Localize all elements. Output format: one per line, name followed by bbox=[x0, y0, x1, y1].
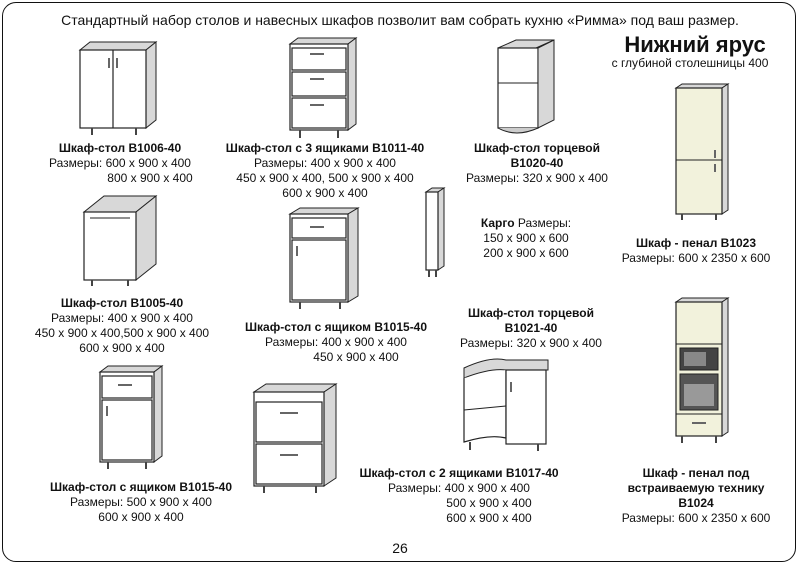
product-size: Размеры: 320 х 900 х 400 bbox=[460, 336, 602, 350]
product-title-code: B1021-40 bbox=[504, 321, 558, 335]
section-title: Нижний ярус bbox=[624, 32, 766, 57]
product-title: Шкаф-стол с ящиком B1015-40 bbox=[49, 480, 233, 494]
product-b1011-caption: Шкаф-стол с 3 ящиками B1011-40 Размеры: … bbox=[210, 141, 440, 201]
product-cargo-caption: Карго Размеры: 150 х 900 х 600 200 х 900… bbox=[468, 216, 584, 261]
product-size: Размеры: 600 х 2350 х 600 bbox=[621, 511, 771, 525]
product-title: Шкаф-стол торцевой bbox=[474, 141, 600, 155]
section-subtitle: с глубиной столешницы 400 bbox=[611, 56, 769, 70]
product-size: 600 х 900 х 400 bbox=[446, 511, 532, 525]
cabinet-b1024-image bbox=[674, 297, 730, 443]
cabinet-b1015-upper-image bbox=[288, 207, 360, 309]
cabinet-b1021-image bbox=[463, 358, 549, 451]
product-size: 600 х 900 х 400 bbox=[282, 186, 368, 200]
product-size: Размеры: 400 х 900 х 400 bbox=[388, 481, 530, 495]
product-b1024-caption: Шкаф - пенал под встраиваемую технику B1… bbox=[606, 466, 786, 526]
product-size: Размеры: 400 х 900 х 400 bbox=[265, 335, 407, 349]
cabinet-b1023-image bbox=[674, 83, 730, 220]
product-size: Размеры: 400 х 900 х 400 bbox=[254, 156, 396, 170]
cabinet-b1005-image bbox=[82, 194, 158, 286]
product-b1005-caption: Шкаф-стол B1005-40 Размеры: 400 х 900 х … bbox=[22, 296, 222, 356]
product-title-line2: встраиваемую технику bbox=[627, 481, 765, 495]
product-b1017-caption: Шкаф-стол с 2 ящиками B1017-40 Размеры: … bbox=[344, 466, 574, 526]
product-size: 800 х 900 х 400 bbox=[107, 171, 193, 185]
product-b1015-lower-caption: Шкаф-стол с ящиком B1015-40 Размеры: 500… bbox=[32, 480, 250, 525]
product-title: Шкаф-стол B1005-40 bbox=[60, 296, 184, 310]
product-size-label: Размеры: bbox=[517, 216, 572, 230]
product-size: 500 х 900 х 400 bbox=[446, 496, 532, 510]
cabinet-b1017-image bbox=[252, 383, 338, 493]
cabinet-cargo-image bbox=[424, 187, 446, 277]
product-size: 450 х 900 х 400, 500 х 900 х 400 bbox=[236, 171, 414, 185]
cabinet-b1011-image bbox=[288, 37, 358, 138]
product-b1015-upper-caption: Шкаф-стол с ящиком B1015-40 Размеры: 400… bbox=[228, 320, 444, 365]
product-size: 600 х 900 х 400 bbox=[79, 341, 165, 355]
product-title: Шкаф - пенал B1023 bbox=[635, 236, 757, 250]
product-size: Размеры: 600 х 2350 х 600 bbox=[621, 251, 771, 265]
product-size: 200 х 900 х 600 bbox=[483, 246, 569, 260]
product-title: Шкаф-стол с ящиком B1015-40 bbox=[244, 320, 428, 334]
cabinet-b1015-lower-image bbox=[98, 365, 164, 469]
cabinet-b1020-image bbox=[497, 39, 555, 134]
page-number: 26 bbox=[392, 540, 408, 556]
product-b1020-caption: Шкаф-стол торцевой B1020-40 Размеры: 320… bbox=[452, 141, 622, 186]
product-title: Карго bbox=[480, 216, 515, 230]
product-size: 150 х 900 х 600 bbox=[483, 231, 569, 245]
product-b1023-caption: Шкаф - пенал B1023 Размеры: 600 х 2350 х… bbox=[606, 236, 786, 266]
product-title: Шкаф-стол с 2 ящиками B1017-40 bbox=[359, 466, 559, 480]
product-b1006-caption: Шкаф-стол B1006-40 Размеры: 600 х 900 х … bbox=[30, 141, 210, 186]
product-size: Размеры: 500 х 900 х 400 bbox=[70, 495, 212, 509]
product-size: Размеры: 600 х 900 х 400 bbox=[49, 156, 191, 170]
product-size: Размеры: 320 х 900 х 400 bbox=[466, 171, 608, 185]
page-header: Стандартный набор столов и навесных шкаф… bbox=[61, 12, 739, 28]
product-title: Шкаф-стол B1006-40 bbox=[58, 141, 182, 155]
product-size: Размеры: 400 х 900 х 400 bbox=[51, 311, 193, 325]
product-title: Шкаф-стол торцевой bbox=[468, 306, 594, 320]
product-size: 450 х 900 х 400 bbox=[313, 350, 399, 364]
product-b1021-caption: Шкаф-стол торцевой B1021-40 Размеры: 320… bbox=[446, 306, 616, 351]
product-title: Шкаф - пенал под bbox=[642, 466, 750, 480]
product-title-code: B1024 bbox=[678, 496, 714, 510]
product-size: 600 х 900 х 400 bbox=[98, 510, 184, 524]
product-title-code: B1020-40 bbox=[510, 156, 564, 170]
cabinet-b1006-image bbox=[78, 40, 158, 135]
product-size: 450 х 900 х 400,500 х 900 х 400 bbox=[34, 326, 210, 340]
product-title: Шкаф-стол с 3 ящиками B1011-40 bbox=[225, 141, 425, 155]
